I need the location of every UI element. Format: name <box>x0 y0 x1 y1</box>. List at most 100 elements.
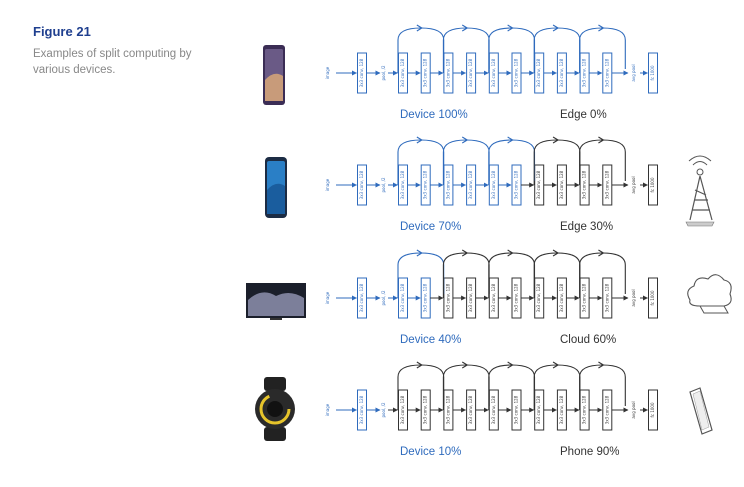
pool-label: pool, /2 <box>381 290 386 305</box>
conv-block-label: 3x3 conv, 128 <box>468 170 473 199</box>
conv-block-label: 3x3 conv, 128 <box>445 395 450 424</box>
skip-arrowhead <box>507 24 514 32</box>
skip-arrowhead <box>507 361 514 369</box>
conv-block-label: 3x3 conv, 128 <box>582 170 587 199</box>
skip-arrowhead <box>461 249 469 257</box>
input-label: image <box>325 66 330 79</box>
cell-tower-icon <box>685 155 715 227</box>
conv-block-label: 3x3 conv, 128 <box>423 170 428 199</box>
fc-block <box>648 164 658 206</box>
skip-arrowhead <box>507 136 514 144</box>
fc-block-label: fc 1000 <box>650 65 655 81</box>
conv-block-label: 3x3 conv, 128 <box>423 283 428 312</box>
conv-block-label: 3x3 conv, 128 <box>445 58 450 87</box>
conv-block-label: 3x3 conv, 128 <box>400 170 405 199</box>
conv-block-label: 3x3 conv, 128 <box>514 283 519 312</box>
device-share-label: Device 40% <box>400 334 461 346</box>
conv-block-label: 3x3 conv, 128 <box>514 395 519 424</box>
skip-arrowhead <box>461 361 469 369</box>
conv-block-label: 3x3 conv, 128 <box>582 283 587 312</box>
figure-title: Figure 21 <box>33 24 91 39</box>
conv-block-label: 3x3 conv, 128 <box>559 170 564 199</box>
network-row: image 3x3 conv, 128 pool, /2 3x3 conv, 128 3… <box>325 24 658 121</box>
skip-arrowhead <box>507 249 514 257</box>
tv-icon <box>246 283 306 320</box>
skip-arrowhead <box>416 361 423 369</box>
fc-block-label: fc 1000 <box>650 290 655 306</box>
network-row: image 3x3 conv, 128 pool, /2 3x3 conv, 128 3… <box>325 136 658 233</box>
first-conv-block-label: 3x3 conv, 128 <box>359 395 364 424</box>
skip-arrowhead <box>552 136 560 144</box>
conv-block-label: 3x3 conv, 128 <box>400 395 405 424</box>
skip-arrowhead <box>461 24 469 32</box>
cloud-icon <box>687 274 732 314</box>
conv-block-label: 3x3 conv, 128 <box>445 170 450 199</box>
remote-share-label: Cloud 60% <box>560 334 616 346</box>
phone-note-icon <box>263 45 285 105</box>
conv-block-label: 3x3 conv, 128 <box>445 283 450 312</box>
avgpool-label: avg pool <box>631 64 636 81</box>
conv-block-label: 3x3 conv, 128 <box>536 58 541 87</box>
pool-label: pool, /2 <box>381 402 386 417</box>
skip-arrowhead <box>416 24 423 32</box>
conv-block-label: 3x3 conv, 128 <box>423 58 428 87</box>
conv-block-label: 3x3 conv, 128 <box>423 395 428 424</box>
input-label: image <box>325 178 330 191</box>
skip-arrowhead <box>461 136 469 144</box>
device-share-label: Device 70% <box>400 221 461 233</box>
conv-block-label: 3x3 conv, 128 <box>491 283 496 312</box>
network-row: image 3x3 conv, 128 pool, /2 3x3 conv, 128 3… <box>325 249 658 346</box>
remote-share-label: Edge 0% <box>560 109 607 121</box>
fc-block <box>648 277 658 319</box>
conv-block-label: 3x3 conv, 128 <box>582 58 587 87</box>
conv-block-label: 3x3 conv, 128 <box>559 395 564 424</box>
fc-block-label: fc 1000 <box>650 402 655 418</box>
conv-block-label: 3x3 conv, 128 <box>468 283 473 312</box>
device-share-label: Device 100% <box>400 109 468 121</box>
conv-block-label: 3x3 conv, 128 <box>536 395 541 424</box>
first-conv-block-label: 3x3 conv, 128 <box>359 58 364 87</box>
skip-arrowhead <box>598 136 605 144</box>
conv-block-label: 3x3 conv, 128 <box>604 395 609 424</box>
avgpool-label: avg pool <box>631 289 636 306</box>
skip-arrowhead <box>416 136 423 144</box>
conv-block-label: 3x3 conv, 128 <box>559 283 564 312</box>
conv-block-label: 3x3 conv, 128 <box>468 58 473 87</box>
conv-block-label: 3x3 conv, 128 <box>514 58 519 87</box>
remote-share-label: Edge 30% <box>560 221 613 233</box>
figure-caption: Figure 21 Examples of split computing by… <box>33 24 223 78</box>
skip-arrowhead <box>598 361 605 369</box>
avgpool-label: avg pool <box>631 401 636 418</box>
conv-block-label: 3x3 conv, 128 <box>604 283 609 312</box>
device-share-label: Device 10% <box>400 446 461 458</box>
conv-block-label: 3x3 conv, 128 <box>536 283 541 312</box>
conv-block-label: 3x3 conv, 128 <box>491 58 496 87</box>
input-label: image <box>325 291 330 304</box>
skip-arrowhead <box>598 249 605 257</box>
phone-s-icon <box>265 157 287 218</box>
skip-arrowhead <box>552 24 560 32</box>
conv-block-label: 3x3 conv, 128 <box>491 395 496 424</box>
skip-arrowhead <box>416 249 423 257</box>
conv-block-label: 3x3 conv, 128 <box>468 395 473 424</box>
conv-block-label: 3x3 conv, 128 <box>400 58 405 87</box>
conv-block-label: 3x3 conv, 128 <box>536 170 541 199</box>
fc-block <box>648 389 658 431</box>
conv-block-label: 3x3 conv, 128 <box>582 395 587 424</box>
conv-block-label: 3x3 conv, 128 <box>604 170 609 199</box>
pool-label: pool, /2 <box>381 177 386 192</box>
conv-block-label: 3x3 conv, 128 <box>604 58 609 87</box>
figure-description: Examples of split computing by various d… <box>33 48 192 76</box>
remote-share-label: Phone 90% <box>560 446 619 458</box>
tablet-icon <box>689 387 713 435</box>
first-conv-block-label: 3x3 conv, 128 <box>359 283 364 312</box>
conv-block-label: 3x3 conv, 128 <box>559 58 564 87</box>
pool-label: pool, /2 <box>381 65 386 80</box>
avgpool-label: avg pool <box>631 176 636 193</box>
skip-arrowhead <box>552 361 560 369</box>
smartwatch-icon <box>255 377 295 441</box>
conv-block-label: 3x3 conv, 128 <box>514 170 519 199</box>
skip-arrowhead <box>598 24 605 32</box>
